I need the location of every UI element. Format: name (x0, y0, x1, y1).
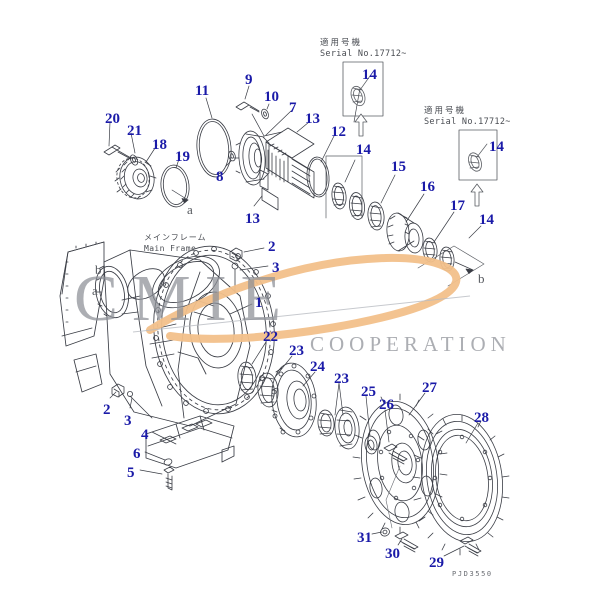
part-27-carrier (352, 393, 448, 534)
main-frame-label-en: Main Frame (144, 244, 197, 253)
callout-23: 23 (289, 343, 304, 359)
part-14-bearing-a (331, 182, 347, 210)
callout-24: 24 (310, 359, 325, 375)
serial-box-right (458, 129, 498, 181)
callout-4: 4 (141, 427, 149, 443)
part-29-bolt (459, 536, 482, 557)
callout-14: 14 (489, 139, 504, 155)
ref-mark-b: b (95, 262, 102, 277)
callout-20: 20 (105, 111, 120, 127)
callout-18: 18 (152, 137, 167, 153)
callout-13: 13 (305, 111, 320, 127)
part-14-bracket-mid (325, 155, 363, 219)
callout-22: 22 (263, 329, 278, 345)
callout-25: 25 (361, 384, 376, 400)
part-23-seal (334, 406, 360, 450)
serial-note-right: 適用号機 Serial No.17712~ (424, 104, 511, 127)
callout-23: 23 (334, 371, 349, 387)
part-31-washer (380, 527, 390, 537)
main-frame-label-jp: メインフレーム (144, 233, 207, 242)
drawing-code: PJD3550 (452, 570, 493, 578)
callout-17: 17 (450, 198, 465, 214)
part-22-bearing (237, 361, 257, 395)
part-3-pin-bottom (127, 390, 153, 419)
callout-31: 31 (357, 530, 372, 546)
part-25-washer (364, 435, 378, 455)
callout-27: 27 (422, 380, 437, 396)
part-9-bolt (235, 101, 260, 113)
part-2-nut-bottom (111, 383, 125, 398)
part-5-bolt (163, 466, 175, 491)
part-1-main-frame (59, 241, 276, 469)
callout-16: 16 (420, 179, 435, 195)
arrow-up-top (354, 113, 368, 137)
serial-note-top-jp: 適用号機 (320, 38, 363, 48)
callout-14: 14 (356, 142, 371, 158)
callout-2: 2 (103, 402, 111, 418)
callout-2: 2 (268, 239, 276, 255)
part-3-pin-top (231, 262, 239, 294)
arrow-up-right (470, 183, 484, 207)
callout-6: 6 (133, 446, 141, 462)
part-15-bearing (367, 201, 385, 231)
ref-mark-a: a (187, 202, 193, 217)
part-26-bolt (383, 443, 408, 465)
callout-21: 21 (127, 123, 142, 139)
callout-13: 13 (245, 211, 260, 227)
callout-26: 26 (379, 397, 394, 413)
part-30-bolt (394, 531, 419, 553)
main-frame-label: メインフレーム Main Frame (144, 232, 207, 253)
callout-9: 9 (245, 72, 253, 88)
part-7-carrier (233, 130, 270, 186)
serial-note-top-en: Serial No.17712~ (320, 49, 407, 59)
callout-10: 10 (264, 89, 279, 105)
part-24-hub (271, 362, 317, 438)
part-14-bearing-b (349, 192, 365, 220)
callout-11: 11 (195, 83, 210, 99)
serial-note-right-en: Serial No.17712~ (424, 117, 511, 127)
ref-mark-a: a (92, 283, 98, 298)
serial-note-top: 適用号機 Serial No.17712~ (320, 36, 407, 59)
part-12-oring (306, 156, 330, 198)
part-20-bolt (103, 144, 132, 160)
part-13-shaft (259, 127, 315, 211)
part-10-washer (261, 108, 269, 120)
part-23-bearing-b (317, 409, 335, 437)
part-21-washer (129, 154, 139, 166)
part-11-oring (196, 118, 232, 178)
part-6-washer (163, 458, 173, 466)
part-18-hub (114, 156, 157, 200)
callout-1: 1 (255, 295, 263, 311)
callout-15: 15 (391, 159, 406, 175)
part-28-ring-gear (412, 413, 510, 556)
part-19-oring (160, 164, 190, 208)
callout-30: 30 (385, 546, 400, 562)
callout-14: 14 (479, 212, 494, 228)
callout-3: 3 (272, 260, 280, 276)
callout-19: 19 (175, 149, 190, 165)
part-17-bearing-a (422, 237, 438, 263)
serial-note-right-jp: 適用号機 (424, 106, 467, 116)
ref-mark-b: b (478, 271, 485, 286)
callout-5: 5 (127, 465, 135, 481)
part-16-coupling (386, 212, 424, 254)
callout-29: 29 (429, 555, 444, 571)
callout-7: 7 (289, 100, 297, 116)
callout-12: 12 (331, 124, 346, 140)
callout-8: 8 (216, 169, 224, 185)
callout-14: 14 (362, 67, 377, 83)
callout-3: 3 (124, 413, 132, 429)
part-8-washer (228, 150, 236, 162)
callout-28: 28 (474, 410, 489, 426)
